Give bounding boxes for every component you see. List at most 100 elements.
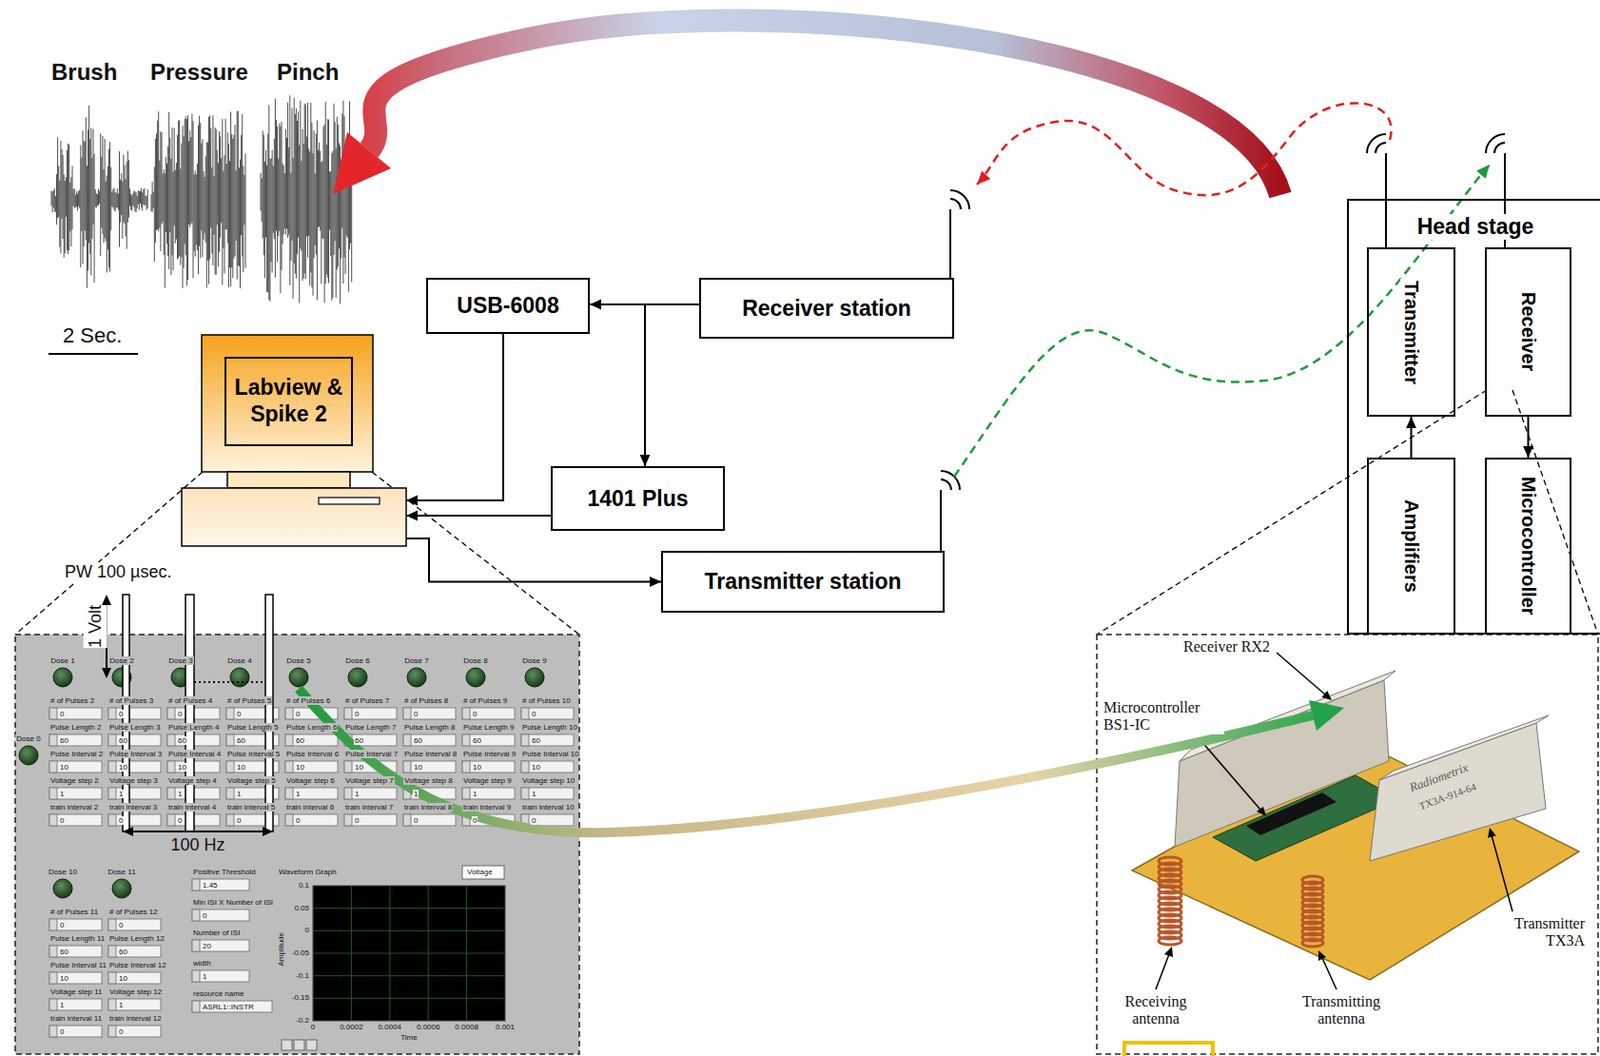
spin-button: [344, 707, 352, 720]
connector-line: [406, 538, 662, 583]
spin-button: [403, 814, 411, 826]
control-value: 10: [235, 762, 247, 772]
control-value: 0: [58, 920, 65, 930]
control-value: 0: [471, 709, 478, 719]
toolbar-icon: [306, 1039, 317, 1051]
control-value: 1: [530, 789, 537, 799]
toolbar-icon: [293, 1039, 305, 1051]
control-value: 10: [412, 762, 424, 772]
pulse: [185, 594, 195, 832]
antenna-mast: [949, 209, 952, 278]
led-label: Dose 11: [106, 867, 137, 877]
arrowhead: [1487, 827, 1497, 839]
spin-button: [226, 814, 235, 826]
control-label: Positive Threshold: [192, 867, 257, 877]
spin-button: [192, 909, 200, 921]
arrowhead: [262, 826, 274, 837]
control-label: Voltage step 9: [462, 776, 513, 785]
spin-button: [108, 787, 117, 800]
numeric-control: [108, 945, 161, 957]
control-value: 60: [412, 736, 424, 745]
leader-line: [1200, 740, 1261, 810]
arrowhead: [406, 495, 418, 507]
led-label: Dose 8: [462, 656, 488, 665]
spin-button: [462, 760, 470, 773]
numeric-control: [49, 787, 102, 800]
control-label: Pulse Interval 8: [403, 749, 458, 759]
signal-arrow: [406, 333, 504, 506]
arrowhead: [1164, 946, 1173, 957]
leader-line: [1322, 957, 1337, 990]
spin-button: [167, 707, 176, 720]
tick-label: 0.0008: [453, 1022, 479, 1032]
led-indicator: [289, 667, 309, 687]
arrowhead: [122, 826, 134, 837]
control-value: 60: [58, 947, 70, 957]
control-label: Voltage step 7: [344, 776, 395, 785]
bracket: [1124, 1042, 1213, 1056]
control-label: Voltage step 2: [49, 776, 100, 785]
led-label: Dose 7: [403, 656, 430, 665]
control-label: Voltage step 6: [285, 776, 336, 785]
spin-button: [226, 760, 235, 773]
amplifier-box: Amplifiers: [1366, 457, 1456, 635]
control-label: # of Pulses 7: [344, 696, 391, 705]
control-label: Pulse Interval 9: [462, 749, 517, 759]
led-indicator: [466, 667, 486, 687]
spin-button: [167, 760, 176, 773]
control-value: 10: [117, 974, 129, 983]
led-indicator: [19, 745, 39, 765]
control-value: 1.45: [201, 880, 219, 890]
arrowhead: [640, 454, 651, 467]
control-label: train interval 12: [108, 1014, 163, 1023]
numeric-control: [285, 734, 338, 746]
control-label: train interval 8: [403, 802, 453, 812]
spin-button: [285, 734, 293, 746]
arrowhead: [406, 510, 418, 522]
zoom-arrow: [298, 688, 1345, 833]
tick-label: 0.1: [297, 880, 311, 890]
numeric-control: [521, 707, 574, 720]
arrowhead: [1322, 690, 1333, 701]
pulse-gap: [194, 681, 266, 683]
scale-bar: [48, 352, 138, 355]
control-value: 0: [530, 816, 537, 825]
pressure-trace: [151, 111, 246, 289]
control-label: Voltage step 12: [108, 987, 163, 996]
control-value: 10: [58, 762, 70, 772]
numeric-control: [49, 1025, 102, 1037]
signal-arrow: [950, 102, 1392, 278]
spin-button: [108, 707, 117, 720]
control-value: 10: [294, 762, 306, 772]
stimulus-label: Brush: [51, 58, 118, 86]
pulse: [265, 594, 274, 832]
spin-button: [462, 734, 470, 746]
control-label: train interval 2: [49, 802, 99, 812]
control-value: 1: [117, 1000, 124, 1010]
spin-button: [403, 707, 411, 720]
grid-line: [312, 975, 506, 976]
control-value: 60: [58, 736, 70, 745]
spin-button: [192, 1000, 200, 1013]
arrowhead: [1256, 806, 1267, 817]
numeric-control: [462, 787, 515, 800]
spin-button: [108, 1025, 117, 1037]
legend-box: [462, 865, 505, 879]
spin-button: [49, 787, 58, 800]
photo-callout: Transmitting antenna: [1287, 993, 1396, 1029]
control-label: Pulse Length 9: [462, 722, 515, 732]
control-label: Pulse Interval 11: [49, 960, 108, 970]
control-label: # of Pulses 6: [285, 696, 332, 705]
control-label: Number of ISI: [192, 928, 241, 937]
numeric-control: [521, 760, 574, 773]
signal-arrow: [406, 510, 551, 522]
daq-box: USB-6008: [426, 277, 590, 334]
control-value: 1: [58, 789, 65, 799]
led-label: Dose 10: [47, 867, 79, 877]
spin-button: [108, 760, 117, 773]
numeric-control: [108, 998, 161, 1011]
spin-button: [285, 760, 293, 773]
photo-callout: Microcontroller BS1-IC: [1101, 699, 1225, 735]
control-label: train interval 6: [285, 802, 335, 812]
numeric-control: [285, 760, 338, 773]
